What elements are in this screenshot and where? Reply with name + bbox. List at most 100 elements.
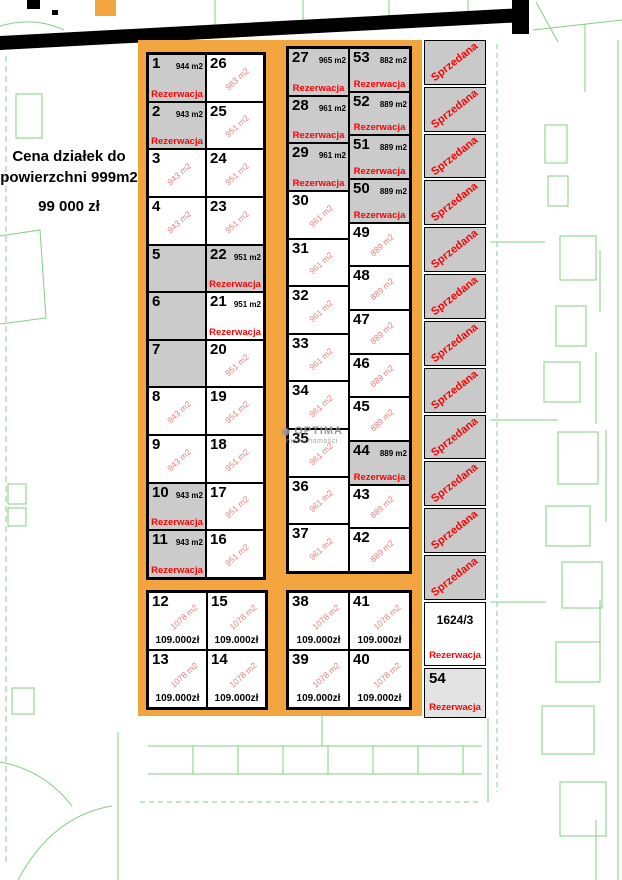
map-marker-square — [95, 0, 116, 16]
plot-cell-6[interactable]: 6 — [148, 292, 206, 340]
plot-area-label: 951 m2 — [223, 398, 252, 426]
sold-plot-cell[interactable]: Sprzedana — [424, 86, 486, 132]
plot-number: 1 — [152, 55, 161, 72]
plot-number: 50 — [353, 180, 370, 198]
sold-plot-cell[interactable]: Sprzedana — [424, 555, 486, 600]
plot-area-label: 943 m2 — [165, 208, 194, 235]
plot-status-reserved: Rezerwacja — [292, 130, 345, 142]
plot-status-reserved: Rezerwacja — [429, 702, 481, 713]
sold-plot-cell[interactable]: Sprzedana — [424, 40, 486, 85]
sold-plot-cell[interactable]: Sprzedana — [424, 180, 486, 226]
plot-number: 18 — [210, 436, 227, 454]
sold-plot-cell[interactable]: Sprzedana — [424, 274, 486, 319]
plot-area-label: 951 m2 — [223, 541, 252, 569]
plot-cell-5[interactable]: 5 — [148, 244, 206, 293]
plot-number: 49 — [353, 223, 370, 241]
plot-cell-7[interactable]: 7 — [148, 339, 206, 388]
plot-number: 17 — [210, 483, 227, 501]
plot-area-label: 1078 m2 — [227, 601, 259, 632]
sold-plot-cell[interactable]: Sprzedana — [424, 320, 486, 366]
plot-cell-54[interactable]: 54 Rezerwacja — [424, 668, 486, 718]
plot-area-label: 961 m2 — [306, 345, 335, 372]
plot-cell-1624-3[interactable]: 1624/3 Rezerwacja — [424, 602, 486, 666]
sold-plot-cell[interactable]: Sprzedana — [424, 461, 486, 507]
plot-price: 109.000zł — [214, 635, 259, 646]
plot-price: 109.000zł — [357, 635, 402, 646]
plot-status-reserved: Rezerwacja — [151, 88, 203, 100]
plot-number: 24 — [210, 150, 227, 168]
plot-status-reserved: Rezerwacja — [292, 177, 345, 189]
plot-area-label: 961 m2 — [306, 297, 335, 325]
sold-plot-cell[interactable]: Sprzedana — [424, 367, 486, 413]
plot-area-label: 965 m2 — [318, 56, 346, 65]
plot-number: 30 — [292, 191, 309, 209]
plot-status-reserved: Rezerwacja — [353, 78, 406, 90]
plot-number: 39 — [292, 651, 309, 668]
sold-plot-cell[interactable]: Sprzedana — [424, 508, 486, 554]
plot-area-label: 889 m2 — [379, 187, 407, 197]
plot-number: 51 — [353, 136, 370, 154]
plot-number: 6 — [152, 293, 161, 311]
sold-plot-cell[interactable]: Sprzedana — [424, 133, 486, 179]
plot-number: 16 — [210, 531, 227, 549]
plot-area-label: 943 m2 — [175, 538, 203, 548]
sold-plot-cell[interactable]: Sprzedana — [424, 227, 486, 273]
sold-plot-cell[interactable]: Sprzedana — [424, 414, 486, 460]
